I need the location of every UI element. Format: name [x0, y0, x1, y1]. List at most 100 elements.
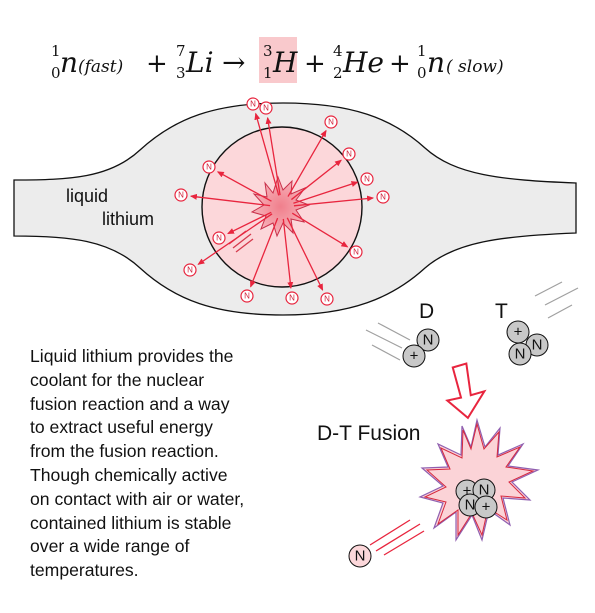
description-line: contained lithium is stable [30, 512, 232, 533]
emitted-neutron [259, 101, 273, 115]
label-dt-fusion: D-T Fusion [317, 422, 420, 445]
he-mass-number: 4 [333, 42, 343, 60]
neutron-arrow [250, 217, 279, 288]
fusion-direction-arrow [445, 362, 487, 420]
neutron-arrow [189, 193, 271, 207]
tritium-nucleus: + N N [506, 320, 549, 366]
neutron-arrow [293, 181, 359, 204]
neutron-arrow [254, 112, 280, 196]
fused-proton-1-label: + [463, 483, 472, 500]
nuclear-reaction-equation: 1 0 n (fast) + 7 3 Li → 3 1 H + 4 2 He +… [51, 37, 504, 83]
tritium-neutron-1-label: N [532, 337, 543, 354]
emitted-neutron-label: N [324, 295, 330, 304]
h-mass-number: 3 [263, 42, 273, 60]
deuterium-nucleus: N + [402, 328, 440, 368]
neutron-arrow [286, 217, 324, 291]
fused-neutron-1-label: N [479, 482, 490, 499]
n-slow-atomic-number: 0 [417, 64, 427, 82]
plus-sign-3: + [389, 49, 411, 79]
deuterium-proton-label: + [410, 348, 419, 365]
n-fast-mass-number: 1 [51, 42, 61, 60]
he-symbol: He [342, 46, 384, 79]
deuterium-motion-streaks [365, 322, 411, 361]
tritium-neutron-2 [508, 342, 532, 366]
tritium-highlight [259, 37, 297, 83]
label-liquid: liquid [66, 186, 108, 206]
ejected-neutron-streaks [369, 519, 425, 556]
description-line: coolant for the nuclear [30, 369, 205, 390]
tritium-neutron-2-label: N [515, 346, 526, 363]
emitted-neutron [285, 291, 299, 305]
tritium-proton-label: + [514, 324, 523, 341]
n-fast-atomic-number: 0 [51, 64, 61, 82]
description-line: fusion reaction and a way [30, 393, 230, 414]
emitted-neutron-label: N [216, 234, 222, 243]
description-line: on contact with air or water, [30, 488, 245, 509]
neutron-arrow [265, 116, 281, 196]
ejected-neutron-label: N [355, 548, 366, 565]
emitted-neutron [320, 292, 334, 306]
h-symbol: H [272, 46, 298, 79]
description-line: over a wide range of [30, 536, 190, 557]
emitted-neutron [183, 263, 197, 277]
label-deuterium: D [419, 300, 434, 323]
n-slow-symbol: n [427, 46, 445, 79]
emitted-neutron [342, 147, 356, 161]
emitted-neutron [246, 97, 260, 111]
tritium-motion-streaks [534, 281, 579, 319]
emitted-neutron [349, 245, 363, 259]
label-lithium: lithium [102, 209, 154, 229]
emitted-neutron [174, 188, 188, 202]
li-symbol: Li [185, 46, 214, 79]
emitted-neutron-label: N [206, 163, 212, 172]
neutron-arrow [282, 218, 294, 290]
central-reaction-burst [250, 175, 311, 238]
n-fast-symbol: n [60, 46, 78, 79]
emitted-neutron [324, 115, 338, 129]
li-atomic-number: 3 [176, 64, 186, 82]
fused-neutron-2-label: N [465, 497, 476, 514]
emitted-neutron [212, 231, 226, 245]
deuterium-neutron-label: N [423, 332, 434, 349]
description-line: Liquid lithium provides the [30, 346, 234, 366]
neutron-arrow [291, 159, 342, 201]
neutron-arrow [293, 195, 375, 207]
emitted-neutron [376, 190, 390, 204]
emitted-neutron-label: N [328, 118, 334, 127]
description-text: Liquid lithium provides the coolant for t… [30, 345, 310, 583]
fused-proton-2 [474, 495, 498, 519]
description-line: temperatures. [30, 560, 139, 581]
n-slow-note: ( slow) [446, 57, 504, 77]
h-atomic-number: 1 [263, 64, 273, 82]
emitted-neutron-label: N [289, 294, 295, 303]
ejected-neutron [348, 544, 372, 568]
emitted-neutron-label: N [250, 100, 256, 109]
neutron-arrow [291, 212, 349, 248]
emitted-neutron [240, 289, 254, 303]
neutron-arrow [287, 129, 327, 197]
reaction-arrow: → [222, 46, 245, 79]
emitted-neutron [360, 172, 374, 186]
fused-proton-2-label: + [482, 499, 491, 516]
li-mass-number: 7 [176, 42, 186, 60]
n-slow-mass-number: 1 [417, 42, 427, 60]
emitted-neutron-label: N [353, 248, 359, 257]
description-line: to extract useful energy [30, 417, 213, 438]
emitted-neutron-label: N [178, 191, 184, 200]
fused-nucleus: + N N + [455, 478, 498, 519]
label-tritium: T [495, 300, 508, 323]
description-line: Though chemically active [30, 464, 228, 485]
plus-sign-2: + [304, 49, 326, 79]
neutron-arrow [216, 171, 272, 202]
neutron-arrow [227, 211, 272, 235]
emitted-neutron-label: N [187, 266, 193, 275]
plus-sign-1: + [146, 49, 168, 79]
emitted-neutron-label: N [380, 193, 386, 202]
emitted-neutron-label: N [263, 104, 269, 113]
n-fast-note: (fast) [78, 57, 123, 77]
he-atomic-number: 2 [333, 64, 343, 82]
emitted-neutron-label: N [244, 292, 250, 301]
emitted-neutron [202, 160, 216, 174]
deuterium-neutron [416, 328, 440, 352]
